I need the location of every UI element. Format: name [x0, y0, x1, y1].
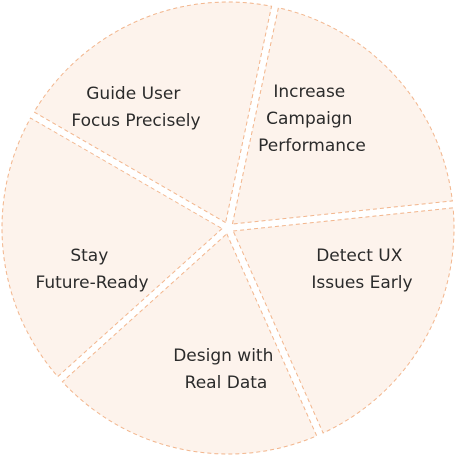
- label-design-with-real-data: Design with Real Data: [173, 346, 279, 393]
- label-line: Campaign: [266, 109, 352, 129]
- labels-layer: Increase Campaign Performance Detect UX …: [35, 82, 412, 393]
- label-line: Stay: [70, 246, 108, 266]
- label-stay-future-ready: Stay Future-Ready: [35, 246, 148, 293]
- label-line: Real Data: [185, 373, 268, 393]
- label-guide-user-focus-precisely: Guide User Focus Precisely: [71, 84, 200, 131]
- label-line: Future-Ready: [35, 273, 148, 293]
- label-increase-campaign-performance: Increase Campaign Performance: [258, 82, 366, 156]
- segment-increase-campaign-performance: [231, 7, 453, 225]
- label-line: Guide User: [86, 84, 180, 104]
- label-line: Focus Precisely: [71, 111, 200, 131]
- label-line: Increase: [273, 82, 345, 102]
- segment-detect-ux-issues-early: [232, 207, 455, 434]
- label-detect-ux-issues-early: Detect UX Issues Early: [311, 246, 412, 293]
- segment-guide-user-focus-precisely: [33, 1, 273, 224]
- segment-design-with-real-data: [61, 232, 318, 455]
- segment-stay-future-ready: [1, 117, 223, 378]
- label-line: Issues Early: [311, 273, 412, 293]
- label-line: Performance: [258, 136, 366, 156]
- label-line: Detect UX: [316, 246, 403, 266]
- label-line: Design with: [173, 346, 273, 366]
